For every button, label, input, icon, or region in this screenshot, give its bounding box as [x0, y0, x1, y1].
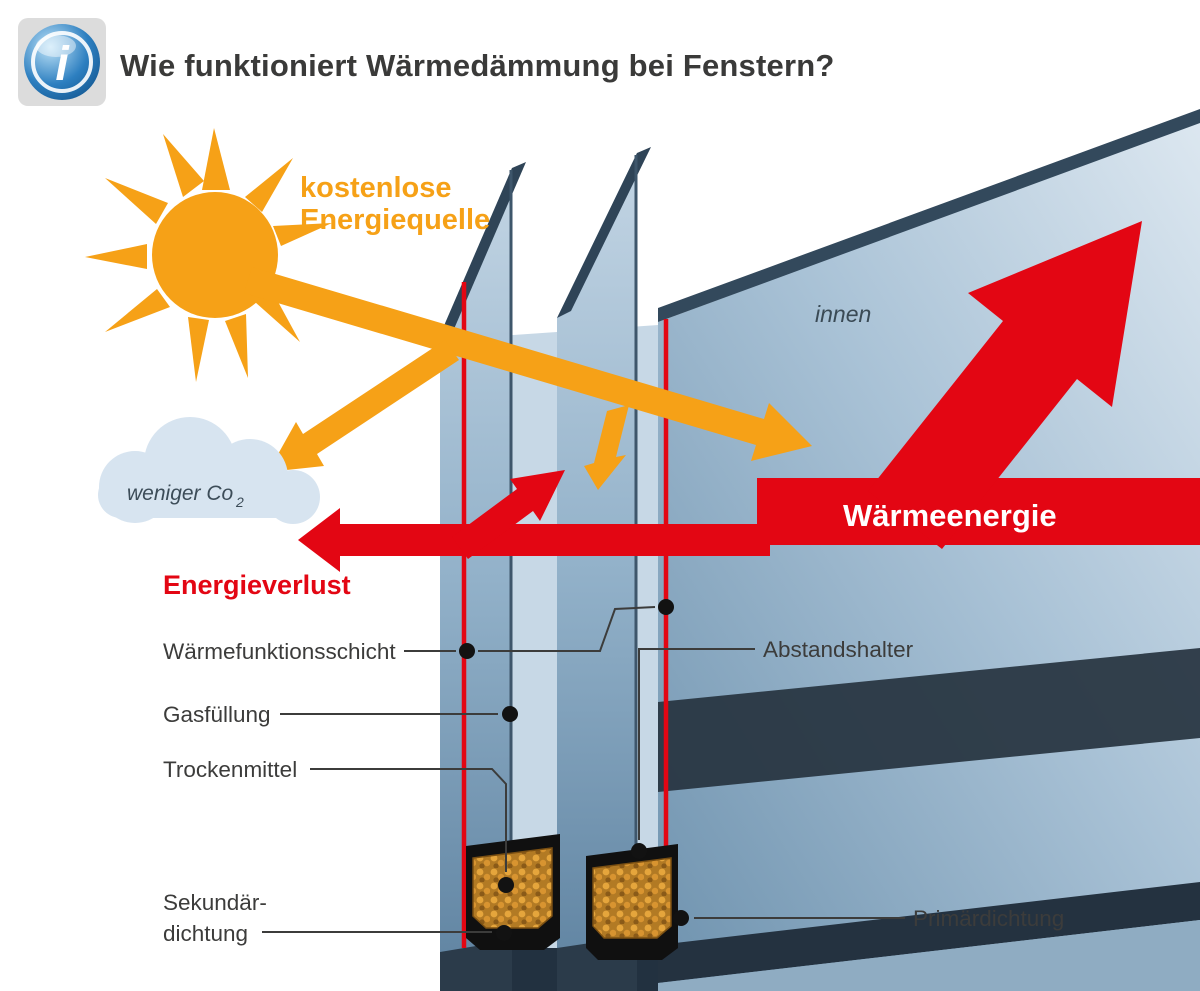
callout-labels: Wärmefunktionsschicht Gasfüllung Trocken… [163, 637, 1064, 946]
desiccant-label: Trockenmittel [163, 757, 297, 782]
page-title: Wie funktioniert Wärmedämmung bei Fenste… [120, 48, 835, 83]
bottom-edge-light [658, 920, 1200, 991]
sun [85, 128, 332, 382]
dot-coating-inner [658, 599, 674, 615]
sunbeam-arrow [244, 267, 812, 461]
energy-loss-label: Energieverlust [163, 570, 351, 600]
callout-dots [459, 599, 689, 941]
heat-arrows [298, 221, 1200, 572]
primary-seal-label: Primärdichtung [913, 906, 1064, 931]
inner-spacer-band [658, 648, 1200, 792]
coating-label: Wärmefunktionsschicht [163, 639, 396, 664]
header: i Wie funktioniert Wärmedämmung bei Fens… [0, 0, 1200, 110]
free-energy-label-line1: kostenlose [300, 172, 452, 204]
dot-desiccant [498, 877, 514, 893]
spacer-label: Abstandshalter [763, 637, 914, 662]
dot-secondary-seal [496, 925, 512, 941]
leader-spacer [638, 648, 755, 840]
info-icon-ring [31, 31, 93, 93]
dot-coating-outer [459, 643, 475, 659]
free-energy-label-line2: Energiequelle [300, 204, 490, 236]
cloud [98, 417, 320, 524]
glass-pane-outer-bottom [440, 940, 512, 991]
glass-pane-inner-top-edge [658, 109, 1200, 322]
reflected-beam-arrow [268, 340, 459, 472]
inside-label: innen [815, 301, 871, 327]
solar-beams [244, 267, 812, 490]
heat-energy-arrow [868, 221, 1142, 549]
bottom-edge-dark [658, 882, 1200, 983]
leader-desiccant [310, 768, 507, 872]
glass-pane-outer [440, 168, 512, 991]
info-icon-letter: i [55, 38, 70, 91]
dot-gas [502, 706, 518, 722]
secondary-seal-label-line1: Sekundär- [163, 890, 267, 915]
heat-energy-label: Wärmeenergie [843, 498, 1057, 533]
dot-spacer [631, 843, 647, 859]
secondary-seal-label-line2: dichtung [163, 921, 248, 946]
transmitted-beam-arrow [584, 405, 629, 490]
glass-pane-middle-top-edge [557, 147, 651, 318]
co2-label-subscript: 2 [235, 494, 244, 510]
sun-rays [85, 128, 332, 382]
leader-coating-2 [478, 606, 656, 652]
desiccant-granules-2 [592, 857, 672, 939]
glass-pane-middle [557, 153, 637, 991]
glass-pane-outer-top-edge [440, 162, 526, 335]
reflected-heat-arrow [452, 470, 565, 559]
info-icon-sphere [24, 24, 100, 100]
callouts [262, 606, 905, 933]
energy-loss-arrow [298, 508, 770, 572]
gas-label: Gasfüllung [163, 702, 271, 727]
dot-primary-seal [673, 910, 689, 926]
info-icon: i [18, 18, 106, 106]
sun-disc [152, 192, 278, 318]
info-icon-gloss [36, 35, 76, 57]
co2-label: weniger Co [127, 482, 234, 505]
spacer-bar-2 [586, 844, 678, 960]
